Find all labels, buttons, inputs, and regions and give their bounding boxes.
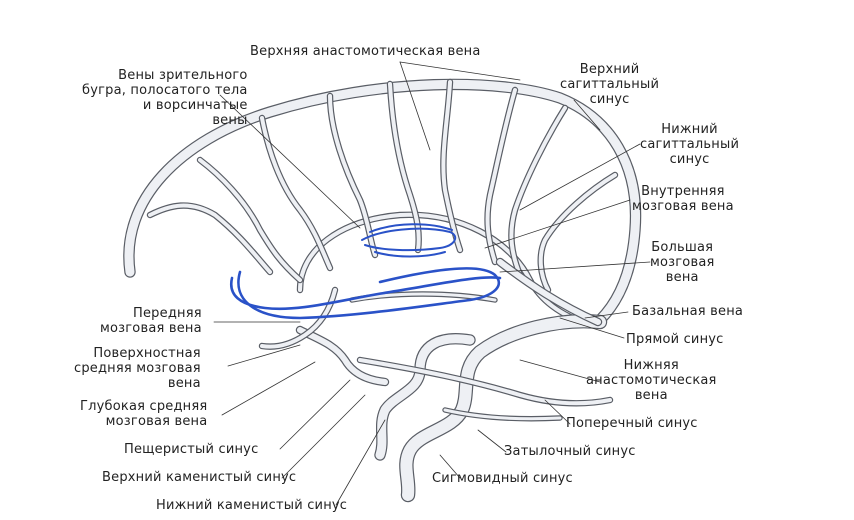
leader-line-2 [219, 94, 361, 229]
occipital-branch-vessel [442, 407, 563, 422]
superior-cerebral-vein-6 [484, 86, 519, 266]
thalamostriate-coil-2 [369, 223, 453, 233]
label-inferior-petrosal-sinus: Нижний каменистый синус [156, 498, 348, 513]
leader-line-15 [221, 361, 316, 416]
cavernous-sinus-vessel [295, 325, 390, 387]
leader-line-5 [484, 199, 631, 249]
superior-cerebral-vein-7 [508, 104, 569, 279]
superior-sagittal-sinus-vessel [123, 78, 642, 326]
label-straight-sinus: Прямой синус [626, 332, 724, 347]
superior-cerebral-vein-8 [537, 171, 619, 294]
label-superficial-middle-vein: Поверхностная средняя мозговая вена [74, 346, 201, 391]
superior-cerebral-vein-0 [146, 202, 274, 276]
superior-cerebral-vein-3 [326, 92, 379, 259]
leader-line-14 [227, 344, 301, 367]
label-superior-petrosal-sinus: Верхний каменистый синус [102, 470, 297, 485]
superior-cerebral-vein-4 [386, 80, 422, 254]
label-thalamostriate: Вены зрительного бугра, полосатого тела … [82, 68, 248, 128]
inferior-anastomotic-vessel [356, 356, 614, 407]
label-great-cerebral-vein: Большая мозговая вена [650, 240, 715, 285]
basal-vein-line [237, 267, 501, 320]
label-cavernous-sinus: Пещеристый синус [124, 442, 259, 457]
leader-line-11 [477, 429, 507, 453]
leader-line-7 [584, 311, 629, 319]
leader-line-16 [279, 379, 351, 450]
sigmoid-sinus-vessel [399, 314, 608, 503]
label-anterior-cerebral-vein: Передняя мозговая вена [100, 306, 202, 336]
leader-line-8 [559, 317, 625, 339]
leader-line-17 [281, 394, 366, 479]
label-sigmoid-sinus: Сигмовидный синус [432, 471, 573, 486]
leader-line-10 [544, 399, 571, 425]
label-top-anastomotic: Верхняя анастомотическая вена [250, 44, 481, 59]
deep-middle-vein-vessel [258, 286, 339, 350]
leader-line-1 [399, 61, 521, 81]
label-basal-vein: Базальная вена [632, 304, 744, 319]
label-inferior-sagittal-sinus: Нижний сагиттальный синус [640, 122, 740, 167]
label-occipital-sinus: Затылочный синус [504, 444, 636, 459]
internal-cerebral-vein-line [229, 276, 502, 311]
label-superior-sagittal-sinus: Верхний сагиттальный синус [560, 62, 660, 107]
leader-lines [213, 61, 651, 506]
superior-cerebral-vein-2 [258, 114, 334, 272]
superior-cerebral-vein-1 [196, 156, 304, 284]
label-transverse-sinus: Поперечный синус [566, 416, 698, 431]
leader-line-0 [399, 61, 431, 151]
label-deep-middle-vein: Глубокая средняя мозговая вена [80, 399, 208, 429]
petrosal-sinus-vessel [374, 333, 476, 461]
straight-sinus-vessel [495, 257, 603, 327]
leader-line-6 [499, 261, 651, 273]
leader-line-4 [519, 143, 641, 211]
leader-line-18 [335, 419, 386, 506]
thalamostriate-coil-3 [374, 251, 446, 258]
vessel-network [123, 78, 642, 503]
thalamostriate-coil-1 [361, 227, 457, 252]
leader-line-12 [439, 454, 461, 479]
deep-veins-blue [229, 223, 502, 320]
superior-cerebral-vein-5 [440, 78, 464, 254]
leader-line-3 [573, 99, 601, 131]
leader-line-9 [519, 359, 601, 383]
label-internal-cerebral-vein: Внутренняя мозговая вена [632, 184, 734, 214]
label-inferior-anastomotic-vein: Нижняя анастомотическая вена [586, 358, 717, 403]
